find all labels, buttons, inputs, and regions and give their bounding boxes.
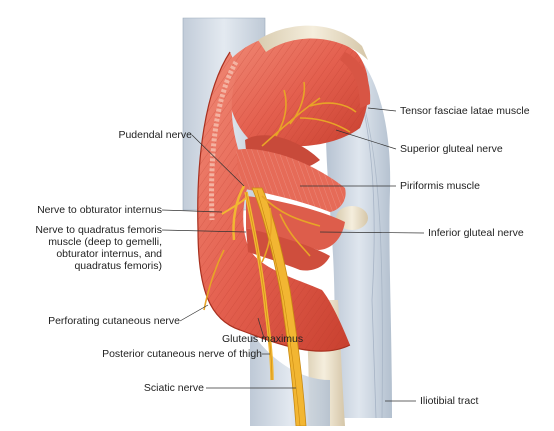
label-superior-gluteal-nerve: Superior gluteal nerve (400, 143, 503, 155)
iliac-crest (258, 25, 368, 60)
pudendal-nerve (232, 185, 246, 241)
label-piriformis-muscle: Piriformis muscle (400, 180, 480, 192)
label-nqf-line4: quadratus femoris) (74, 260, 162, 272)
label-nqf-line1: Nerve to quadratus femoris (35, 224, 162, 236)
inferior-gluteal-nerve (261, 195, 321, 263)
label-nerve-to-quadratus-femoris: Nerve to quadratus femoris muscle (deep … (35, 224, 162, 272)
label-tensor-fasciae-latae: Tensor fasciae latae muscle (400, 105, 530, 117)
label-iliotibial-tract: Iliotibial tract (420, 395, 479, 407)
label-perforating-cutaneous-nerve: Perforating cutaneous nerve (48, 315, 180, 327)
label-nqf-line2: muscle (deep to gemelli, (48, 236, 162, 248)
label-gluteus-maximus: Gluteus maximus (222, 333, 304, 345)
label-inferior-gluteal-nerve: Inferior gluteal nerve (428, 227, 524, 239)
label-nerve-to-obturator-internus: Nerve to obturator internus (37, 204, 162, 216)
label-sciatic-nerve: Sciatic nerve (143, 382, 204, 394)
perforating-cutaneous-nerve (203, 249, 225, 311)
leader-lines (161, 107, 425, 402)
superior-gluteal-nerve (261, 81, 357, 147)
label-pudendal-nerve: Pudendal nerve (118, 129, 192, 141)
label-nqf-line3: obturator internus, and (56, 248, 162, 260)
label-posterior-cutaneous-nerve: Posterior cutaneous nerve of thigh (102, 348, 262, 360)
